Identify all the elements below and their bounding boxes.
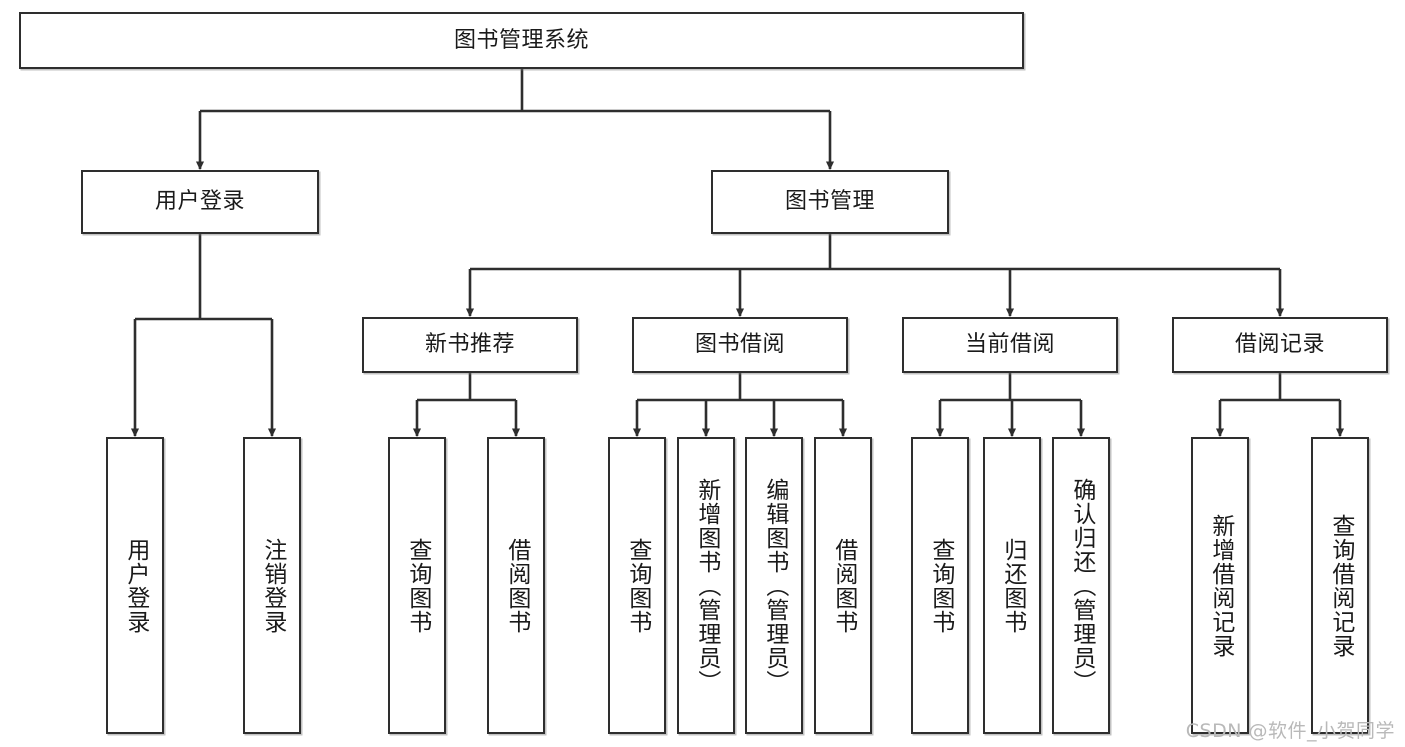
node-book-borrow[interactable]: 图书借阅 bbox=[632, 317, 848, 373]
node-leaf-query-record[interactable]: 查询借阅记录 bbox=[1311, 437, 1369, 734]
node-label: 图书管理 bbox=[784, 189, 875, 215]
node-label: 编辑图书（管理员） bbox=[761, 477, 788, 694]
node-leaf-edit-book[interactable]: 编辑图书（管理员） bbox=[745, 437, 803, 734]
node-label: 注销登录 bbox=[259, 537, 286, 634]
csdn-watermark: CSDN @软件_小贺同学 bbox=[1185, 720, 1395, 742]
node-label: 确认归还（管理员） bbox=[1068, 477, 1095, 694]
node-label: 用户登录 bbox=[154, 189, 245, 215]
node-label: 查询借阅记录 bbox=[1327, 513, 1354, 658]
node-leaf-add-record[interactable]: 新增借阅记录 bbox=[1191, 437, 1249, 734]
node-leaf-user-login[interactable]: 用户登录 bbox=[106, 437, 164, 734]
node-label: 查询图书 bbox=[404, 537, 431, 634]
node-label: 用户登录 bbox=[122, 537, 149, 634]
node-leaf-query-book-3[interactable]: 查询图书 bbox=[911, 437, 969, 734]
node-leaf-confirm-return[interactable]: 确认归还（管理员） bbox=[1052, 437, 1110, 734]
node-label: 当前借阅 bbox=[964, 332, 1055, 358]
node-label: 新增图书（管理员） bbox=[693, 477, 720, 694]
node-user-login[interactable]: 用户登录 bbox=[81, 170, 319, 234]
node-label: 图书借阅 bbox=[694, 332, 785, 358]
node-leaf-add-book[interactable]: 新增图书（管理员） bbox=[677, 437, 735, 734]
node-new-book-rec[interactable]: 新书推荐 bbox=[362, 317, 578, 373]
node-label: 新增借阅记录 bbox=[1207, 513, 1234, 658]
node-current-borrow[interactable]: 当前借阅 bbox=[902, 317, 1118, 373]
node-label: 借阅图书 bbox=[830, 537, 857, 634]
node-borrow-record[interactable]: 借阅记录 bbox=[1172, 317, 1388, 373]
node-book-manage[interactable]: 图书管理 bbox=[711, 170, 949, 234]
node-leaf-query-book-2[interactable]: 查询图书 bbox=[608, 437, 666, 734]
node-label: 图书管理系统 bbox=[453, 27, 589, 53]
node-leaf-logout[interactable]: 注销登录 bbox=[243, 437, 301, 734]
node-leaf-borrow-book-1[interactable]: 借阅图书 bbox=[487, 437, 545, 734]
node-label: 查询图书 bbox=[624, 537, 651, 634]
node-label: 查询图书 bbox=[927, 537, 954, 634]
node-leaf-borrow-book-2[interactable]: 借阅图书 bbox=[814, 437, 872, 734]
node-root[interactable]: 图书管理系统 bbox=[19, 12, 1024, 69]
node-leaf-query-book-1[interactable]: 查询图书 bbox=[388, 437, 446, 734]
node-label: 借阅记录 bbox=[1234, 332, 1325, 358]
node-leaf-return-book[interactable]: 归还图书 bbox=[983, 437, 1041, 734]
node-label: 归还图书 bbox=[999, 537, 1026, 634]
node-label: 新书推荐 bbox=[424, 332, 515, 358]
node-label: 借阅图书 bbox=[503, 537, 530, 634]
